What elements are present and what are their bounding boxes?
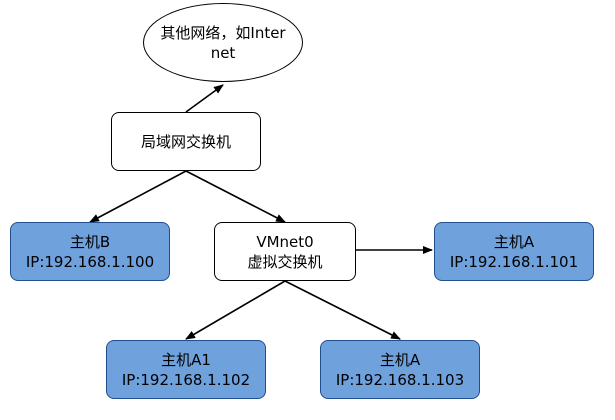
vmnet0-label-line1: VMnet0 — [256, 232, 314, 251]
internet-label-line2: net — [210, 43, 236, 62]
vmnet0-node: VMnet0 虚拟交换机 — [214, 222, 356, 281]
host-a1-name: 主机A1 — [161, 350, 211, 369]
lan-switch-label: 局域网交换机 — [140, 132, 231, 151]
host-a1-ip: IP:192.168.1.102 — [121, 370, 251, 389]
edge-lan-switch-to-internet — [185, 84, 224, 113]
host-a-right-name: 主机A — [493, 232, 535, 251]
host-b-name: 主机B — [69, 232, 111, 251]
host-b-ip: IP:192.168.1.100 — [25, 252, 155, 271]
internet-label-line1: 其他网络，如Inter — [160, 23, 286, 42]
host-a1-node: 主机A1 IP:192.168.1.102 — [106, 340, 266, 399]
edge-lan-switch-to-host-b — [89, 170, 187, 223]
edge-vmnet0-to-host-a1 — [185, 280, 286, 340]
internet-node: 其他网络，如Inter net — [143, 3, 303, 82]
host-a-bottom-name: 主机A — [379, 350, 421, 369]
lan-switch-node: 局域网交换机 — [111, 112, 261, 171]
host-a-bottom-ip: IP:192.168.1.103 — [335, 370, 465, 389]
host-a-right-ip: IP:192.168.1.101 — [449, 252, 579, 271]
edge-lan-switch-to-vmnet0 — [185, 170, 286, 223]
host-b-node: 主机B IP:192.168.1.100 — [10, 222, 170, 281]
host-a-bottom-node: 主机A IP:192.168.1.103 — [320, 340, 480, 399]
vmnet0-label-line2: 虚拟交换机 — [247, 252, 323, 271]
host-a-right-node: 主机A IP:192.168.1.101 — [434, 222, 594, 281]
edge-vmnet0-to-host-a-bottom — [284, 280, 401, 340]
